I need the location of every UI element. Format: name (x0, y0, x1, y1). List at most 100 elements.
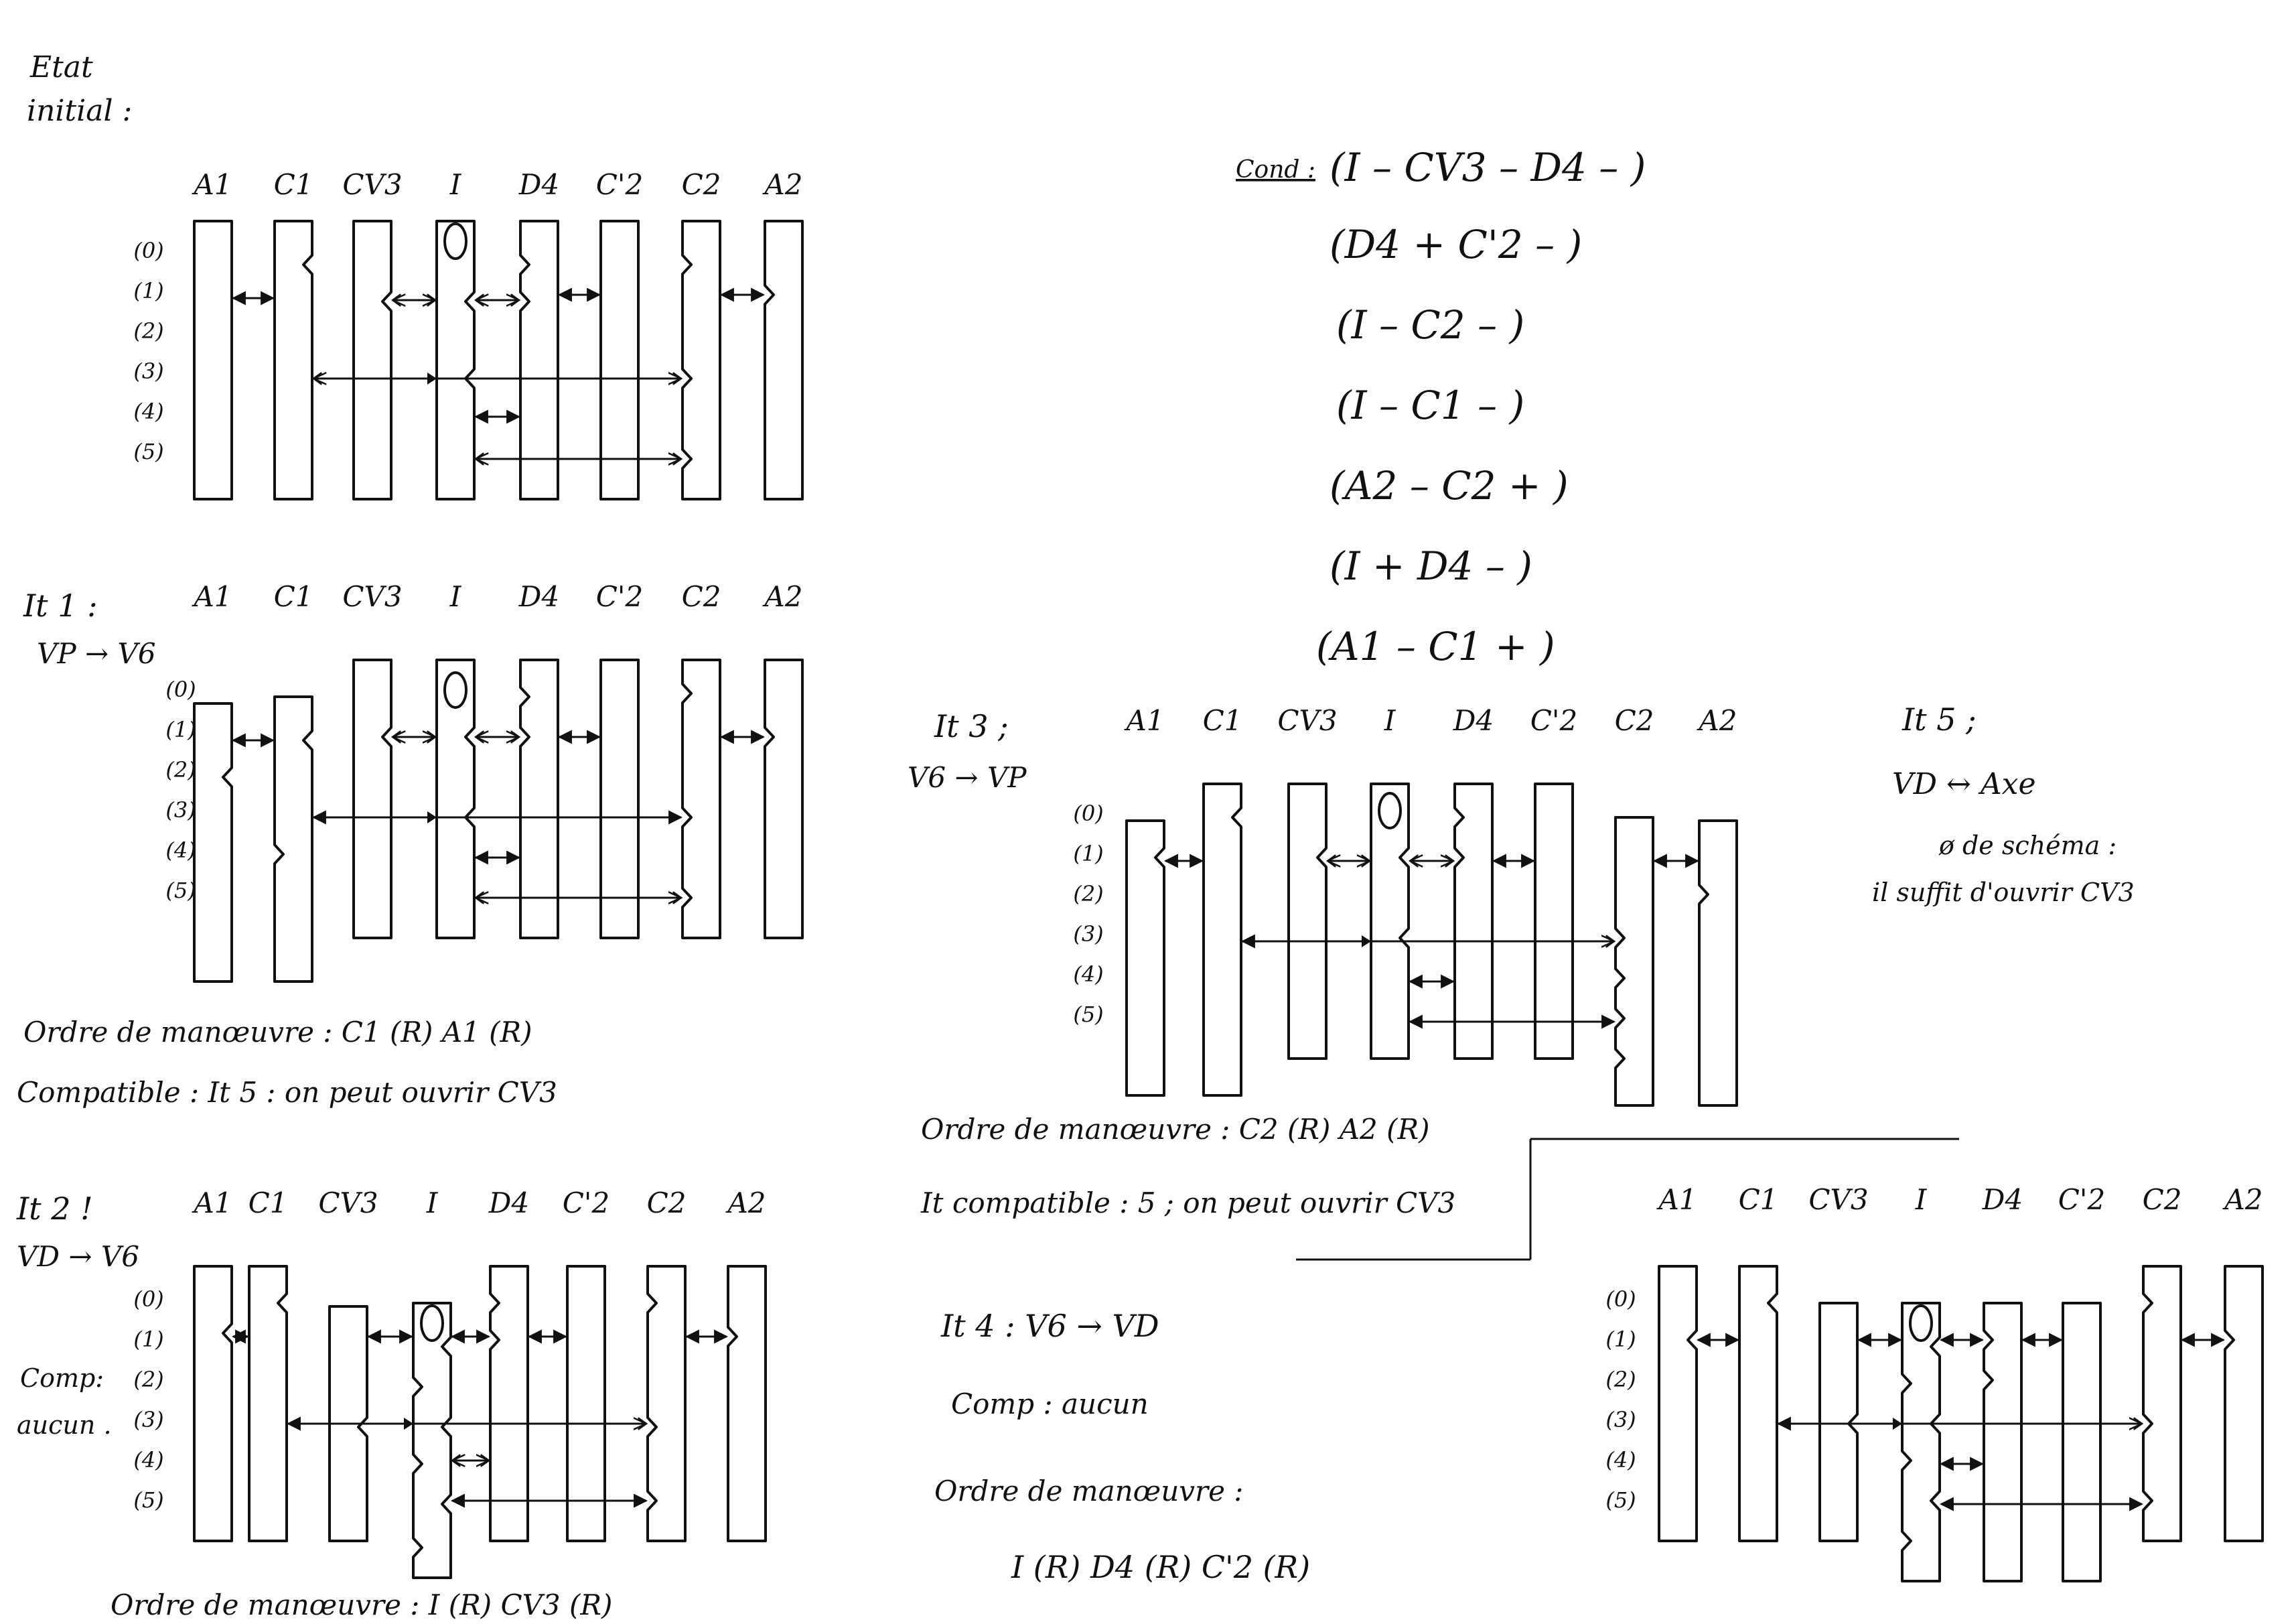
row-label: (2) (1073, 881, 1103, 906)
column-label: D4 (488, 1187, 529, 1219)
column-label: A1 (1123, 704, 1164, 737)
column-label: I (426, 1187, 439, 1219)
row-label: (0) (1605, 1286, 1636, 1312)
switch-column (2224, 1265, 2264, 1542)
column-label: C1 (1739, 1183, 1778, 1216)
row-label: (3) (1605, 1407, 1636, 1432)
switch-column (1614, 816, 1654, 1107)
switch-column (1125, 819, 1165, 1097)
column-label: CV3 (342, 168, 402, 201)
row-label: (3) (1073, 921, 1103, 947)
switch-column (1202, 783, 1242, 1097)
switch-column (435, 220, 476, 500)
switch-column (1901, 1302, 1941, 1582)
lock-capsule (1909, 1304, 1933, 1342)
lock-capsule (443, 671, 468, 709)
condition-5: (A2 – C2 + ) (1330, 463, 1569, 509)
iter2-comp-value: aucun . (17, 1410, 112, 1440)
iter3-order-note: Ordre de manœuvre : C2 (R) A2 (R) (921, 1113, 1430, 1146)
column-label: A2 (762, 580, 802, 613)
switch-column (1738, 1265, 1778, 1542)
column-label: A1 (1656, 1183, 1697, 1216)
initial-state-label-1: Etat (29, 50, 93, 84)
switch-column (764, 220, 804, 500)
row-label: (4) (133, 399, 163, 424)
condition-7: (A1 – C1 + ) (1316, 624, 1555, 669)
switch-column (2142, 1265, 2182, 1542)
iter1-label: It 1 : (23, 588, 98, 624)
column-label: C2 (1615, 704, 1654, 737)
row-label: (1) (133, 278, 163, 303)
column-label: CV3 (342, 580, 402, 613)
row-label: (3) (133, 358, 163, 384)
via-arrow-head (1893, 1418, 1902, 1430)
column-label: C2 (682, 580, 721, 613)
via-arrow-head (1362, 935, 1371, 947)
column-label: D4 (518, 168, 559, 201)
row-label: (1) (133, 1327, 163, 1352)
switch-column (681, 659, 721, 939)
switch-column (352, 659, 392, 939)
iter5-label: It 5 ; (1902, 701, 1977, 738)
switch-column (248, 1265, 288, 1542)
column-label: C'2 (1530, 704, 1577, 737)
iter1-compat-note: Compatible : It 5 : on peut ouvrir CV3 (17, 1076, 557, 1109)
iter1-order-note: Ordre de manœuvre : C1 (R) A1 (R) (23, 1016, 532, 1048)
via-arrow-head (427, 811, 437, 823)
switch-column (193, 220, 233, 500)
switch-column (2062, 1302, 2102, 1582)
iter4-order-items: I (R) D4 (R) C'2 (R) (1011, 1549, 1310, 1585)
iter2-comp-label: Comp: (20, 1363, 104, 1393)
row-label: (1) (1605, 1327, 1636, 1352)
column-label: A2 (1696, 704, 1737, 737)
switch-column (193, 702, 233, 983)
lock-capsule (1378, 792, 1402, 829)
column-label: A1 (191, 168, 232, 201)
row-label: (1) (165, 717, 196, 742)
switch-column (646, 1265, 687, 1542)
switch-column (193, 1265, 233, 1542)
iter2-order-note: Ordre de manœuvre : I (R) CV3 (R) (111, 1588, 612, 1621)
condition-4: (I – C1 – ) (1336, 383, 1524, 428)
conditions-label: Cond : (1236, 156, 1315, 184)
column-label: C1 (274, 168, 313, 201)
row-label: (2) (1605, 1367, 1636, 1392)
column-label: CV3 (1808, 1183, 1868, 1216)
row-label: (4) (1605, 1447, 1636, 1473)
switch-column (1370, 783, 1410, 1060)
switch-column (1658, 1265, 1698, 1542)
row-label: (5) (1605, 1487, 1636, 1513)
switch-column (1698, 819, 1738, 1107)
iter3-compat-note: It compatible : 5 ; on peut ouvrir CV3 (920, 1187, 1455, 1219)
iter4-order-label: Ordre de manœuvre : (934, 1475, 1243, 1507)
row-label: (5) (133, 439, 163, 464)
column-label: D4 (1453, 704, 1494, 737)
switch-column (412, 1302, 452, 1579)
switch-column (599, 659, 640, 939)
column-label: C1 (248, 1187, 288, 1219)
row-label: (5) (133, 1487, 163, 1513)
row-label: (4) (133, 1447, 163, 1473)
column-label: C1 (1203, 704, 1242, 737)
iter4-comp-note: Comp : aucun (951, 1388, 1149, 1420)
column-label: A1 (191, 580, 232, 613)
row-label: (3) (165, 797, 196, 823)
column-label: A1 (191, 1187, 232, 1219)
column-label: C'2 (596, 580, 643, 613)
switch-column (599, 220, 640, 500)
column-label: I (449, 168, 462, 201)
via-arrow-head (427, 373, 437, 385)
column-label: CV3 (318, 1187, 378, 1219)
iter5-transition: VD ↔ Axe (1892, 767, 2036, 801)
column-label: C2 (2143, 1183, 2182, 1216)
column-label: C2 (647, 1187, 687, 1219)
row-label: (2) (133, 318, 163, 344)
condition-6: (I + D4 – ) (1330, 543, 1532, 589)
switch-column (764, 659, 804, 939)
switch-column (681, 220, 721, 500)
